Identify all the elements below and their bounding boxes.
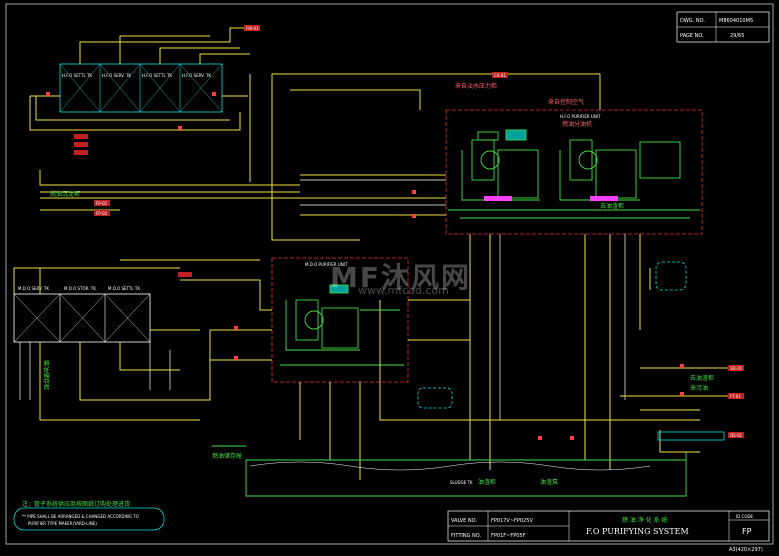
right-label-2: 来污油 xyxy=(690,384,708,392)
left-top-label: 燃油沉淀柜 xyxy=(50,190,80,198)
hfo-unit-label: H.F.O PURIFIER UNIT xyxy=(560,114,601,119)
mdo-tank-white-piping xyxy=(19,342,171,400)
page-no-value: 29/65 xyxy=(730,33,744,39)
right-cyan-piping xyxy=(417,261,725,441)
svg-text:FT-01: FT-01 xyxy=(730,394,741,399)
connection-tags: FW-01 CA-01 FP-01 FP-02 SD-01 FT-01 OS-0… xyxy=(74,25,744,438)
id-code-label: ID CODE xyxy=(736,514,754,519)
fitting-no-value: FP01F~FP05F xyxy=(491,533,526,539)
top-left-piping xyxy=(29,27,600,241)
hfo-white-piping xyxy=(300,179,626,420)
fitting-no-label: FITTING NO. xyxy=(451,533,482,539)
right-label-1: 去油渣柜 xyxy=(690,374,714,382)
tank-label-4: H.F.O SERV. TK xyxy=(182,73,211,78)
sludge-tank: 燃油储存舱 SLUDGE TK 油渣柜 xyxy=(212,445,687,497)
sludge-label: SLUDGE TK xyxy=(450,480,473,485)
drawing-border xyxy=(5,3,774,545)
title-block: VALVE NO. FP017V~FP025V FITTING NO. FP01… xyxy=(447,510,770,553)
bottom-label: 油渣泵 xyxy=(540,478,558,486)
valve-markers xyxy=(46,92,684,440)
hfo-tank-group: H.F.O SETTL TK H.F.O SERV. TK H.F.O SETT… xyxy=(59,63,223,113)
svg-text:FP-02: FP-02 xyxy=(96,211,108,216)
system-title-en: F.O PURIFYING SYSTEM xyxy=(586,527,689,536)
mdo-tank-label-3: M.D.O SETTL TK xyxy=(108,286,140,291)
note-cn: 注：管子系统供应商按图纸订购处理进货 xyxy=(22,500,130,508)
system-title-cn: 燃 油 净 化 系 统 xyxy=(622,516,668,524)
mdo-tank-label-1: M.D.O SERV. TK xyxy=(18,286,49,291)
watermark-brand: MF沐风网 xyxy=(330,261,471,294)
svg-text:FW-01: FW-01 xyxy=(246,26,259,31)
mdo-tank-group: M.D.O SERV. TK M.D.O STOR. TK M.D.O SETT… xyxy=(13,286,151,343)
header-block: DWG. NO. M8604010MS PAGE NO. 29/65 xyxy=(676,11,770,43)
mdo-piping xyxy=(120,259,700,480)
fresh-water-label: 来自淡水压力柜 xyxy=(455,82,497,90)
hfo-outlet-piping xyxy=(300,74,641,470)
valve-no-label: VALVE NO. xyxy=(451,518,477,524)
tank-label-3: H.F.O SETTL TK xyxy=(142,73,172,78)
svg-text:FP-01: FP-01 xyxy=(96,201,108,206)
tank-label-2: H.F.O SERV. TK xyxy=(102,73,131,78)
notes-block: 注：管子系统供应商按图纸订购处理进货 ** PIPE SHALL BE ARRA… xyxy=(13,500,165,531)
tank-label-1: H.F.O SETTL TK xyxy=(62,73,92,78)
mdo-tank-piping xyxy=(13,267,211,421)
dwg-no-label: DWG. NO. xyxy=(680,18,705,24)
svg-text:OS-01: OS-01 xyxy=(730,433,743,438)
drain-label: 去油渣柜 xyxy=(600,202,624,210)
valve-no-value: FP017V~FP025V xyxy=(491,518,533,524)
id-code-value: FP xyxy=(742,527,752,536)
mdo-unit-label: M.D.O PURIFIER UNIT xyxy=(305,262,348,267)
mdo-purifier-unit: M.D.O PURIFIER UNIT xyxy=(271,257,409,383)
tank-left-label-2: 柴油储存柜 xyxy=(42,360,50,390)
note-en-1: ** PIPE SHALL BE ARRANGED & CHANGED ACCO… xyxy=(22,514,139,519)
hfo-unit-cn: 燃油分油机 xyxy=(562,120,592,128)
scale-note: A3(420×297) xyxy=(729,547,763,553)
mdo-tank-label-2: M.D.O STOR. TK xyxy=(64,286,96,291)
control-air-label: 来自控制空气 xyxy=(548,98,584,106)
svg-text:SD-01: SD-01 xyxy=(730,366,743,371)
page-no-label: PAGE NO. xyxy=(680,33,704,39)
hfo-purifier-unit: H.F.O PURIFIER UNIT 燃油分油机 xyxy=(445,109,703,235)
svg-text:CA-01: CA-01 xyxy=(494,73,506,78)
sludge-tank-cn: 油渣柜 xyxy=(478,478,496,486)
note-en-2: PURIFIER TYPE MAKER(YARD-LINE) xyxy=(28,521,97,526)
tank-left-label: 燃油储存舱 xyxy=(212,452,242,460)
watermark-url: www.mfcad.com xyxy=(358,284,449,297)
dwg-no-value: M8604010MS xyxy=(719,18,753,24)
right-piping xyxy=(620,268,728,453)
